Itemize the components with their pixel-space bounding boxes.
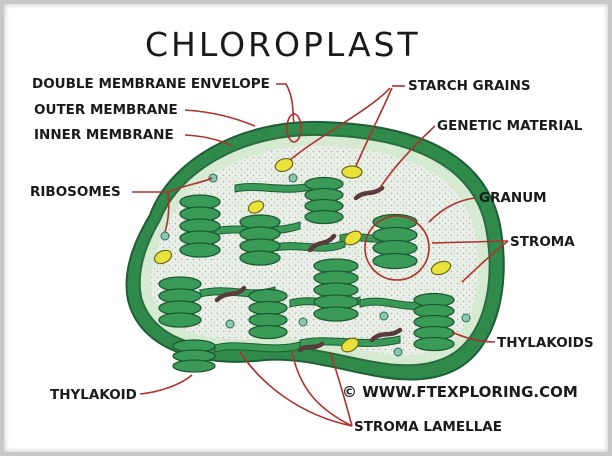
ribosome xyxy=(394,348,402,356)
granum xyxy=(180,195,220,257)
label-double-membrane-envelope: DOUBLE MEMBRANE ENVELOPE xyxy=(32,76,270,92)
ribosome xyxy=(226,320,234,328)
label-thylakoid: THYLAKOID xyxy=(50,387,137,403)
ribosome xyxy=(161,232,169,240)
copyright-credit: © WWW.FTEXPLORING.COM xyxy=(342,383,578,401)
ribosome xyxy=(462,314,470,322)
granum xyxy=(173,340,215,372)
label-outer-membrane: OUTER MEMBRANE xyxy=(34,102,178,118)
label-genetic-material: GENETIC MATERIAL xyxy=(437,118,583,134)
granum xyxy=(314,259,358,321)
diagram-title: CHLOROPLAST xyxy=(145,25,421,64)
label-inner-membrane: INNER MEMBRANE xyxy=(34,127,174,143)
label-stroma: STROMA xyxy=(510,234,575,250)
ribosome xyxy=(380,312,388,320)
label-thylakoids: THYLAKOIDS xyxy=(497,335,594,351)
granum xyxy=(414,294,454,351)
label-stroma-lamellae: STROMA LAMELLAE xyxy=(354,419,502,435)
starch-grain xyxy=(342,166,362,178)
label-ribosomes: RIBOSOMES xyxy=(30,184,121,200)
ribosome xyxy=(299,318,307,326)
ribosome xyxy=(289,174,297,182)
label-granum: GRANUM xyxy=(479,190,547,206)
label-starch-grains: STARCH GRAINS xyxy=(408,78,531,94)
